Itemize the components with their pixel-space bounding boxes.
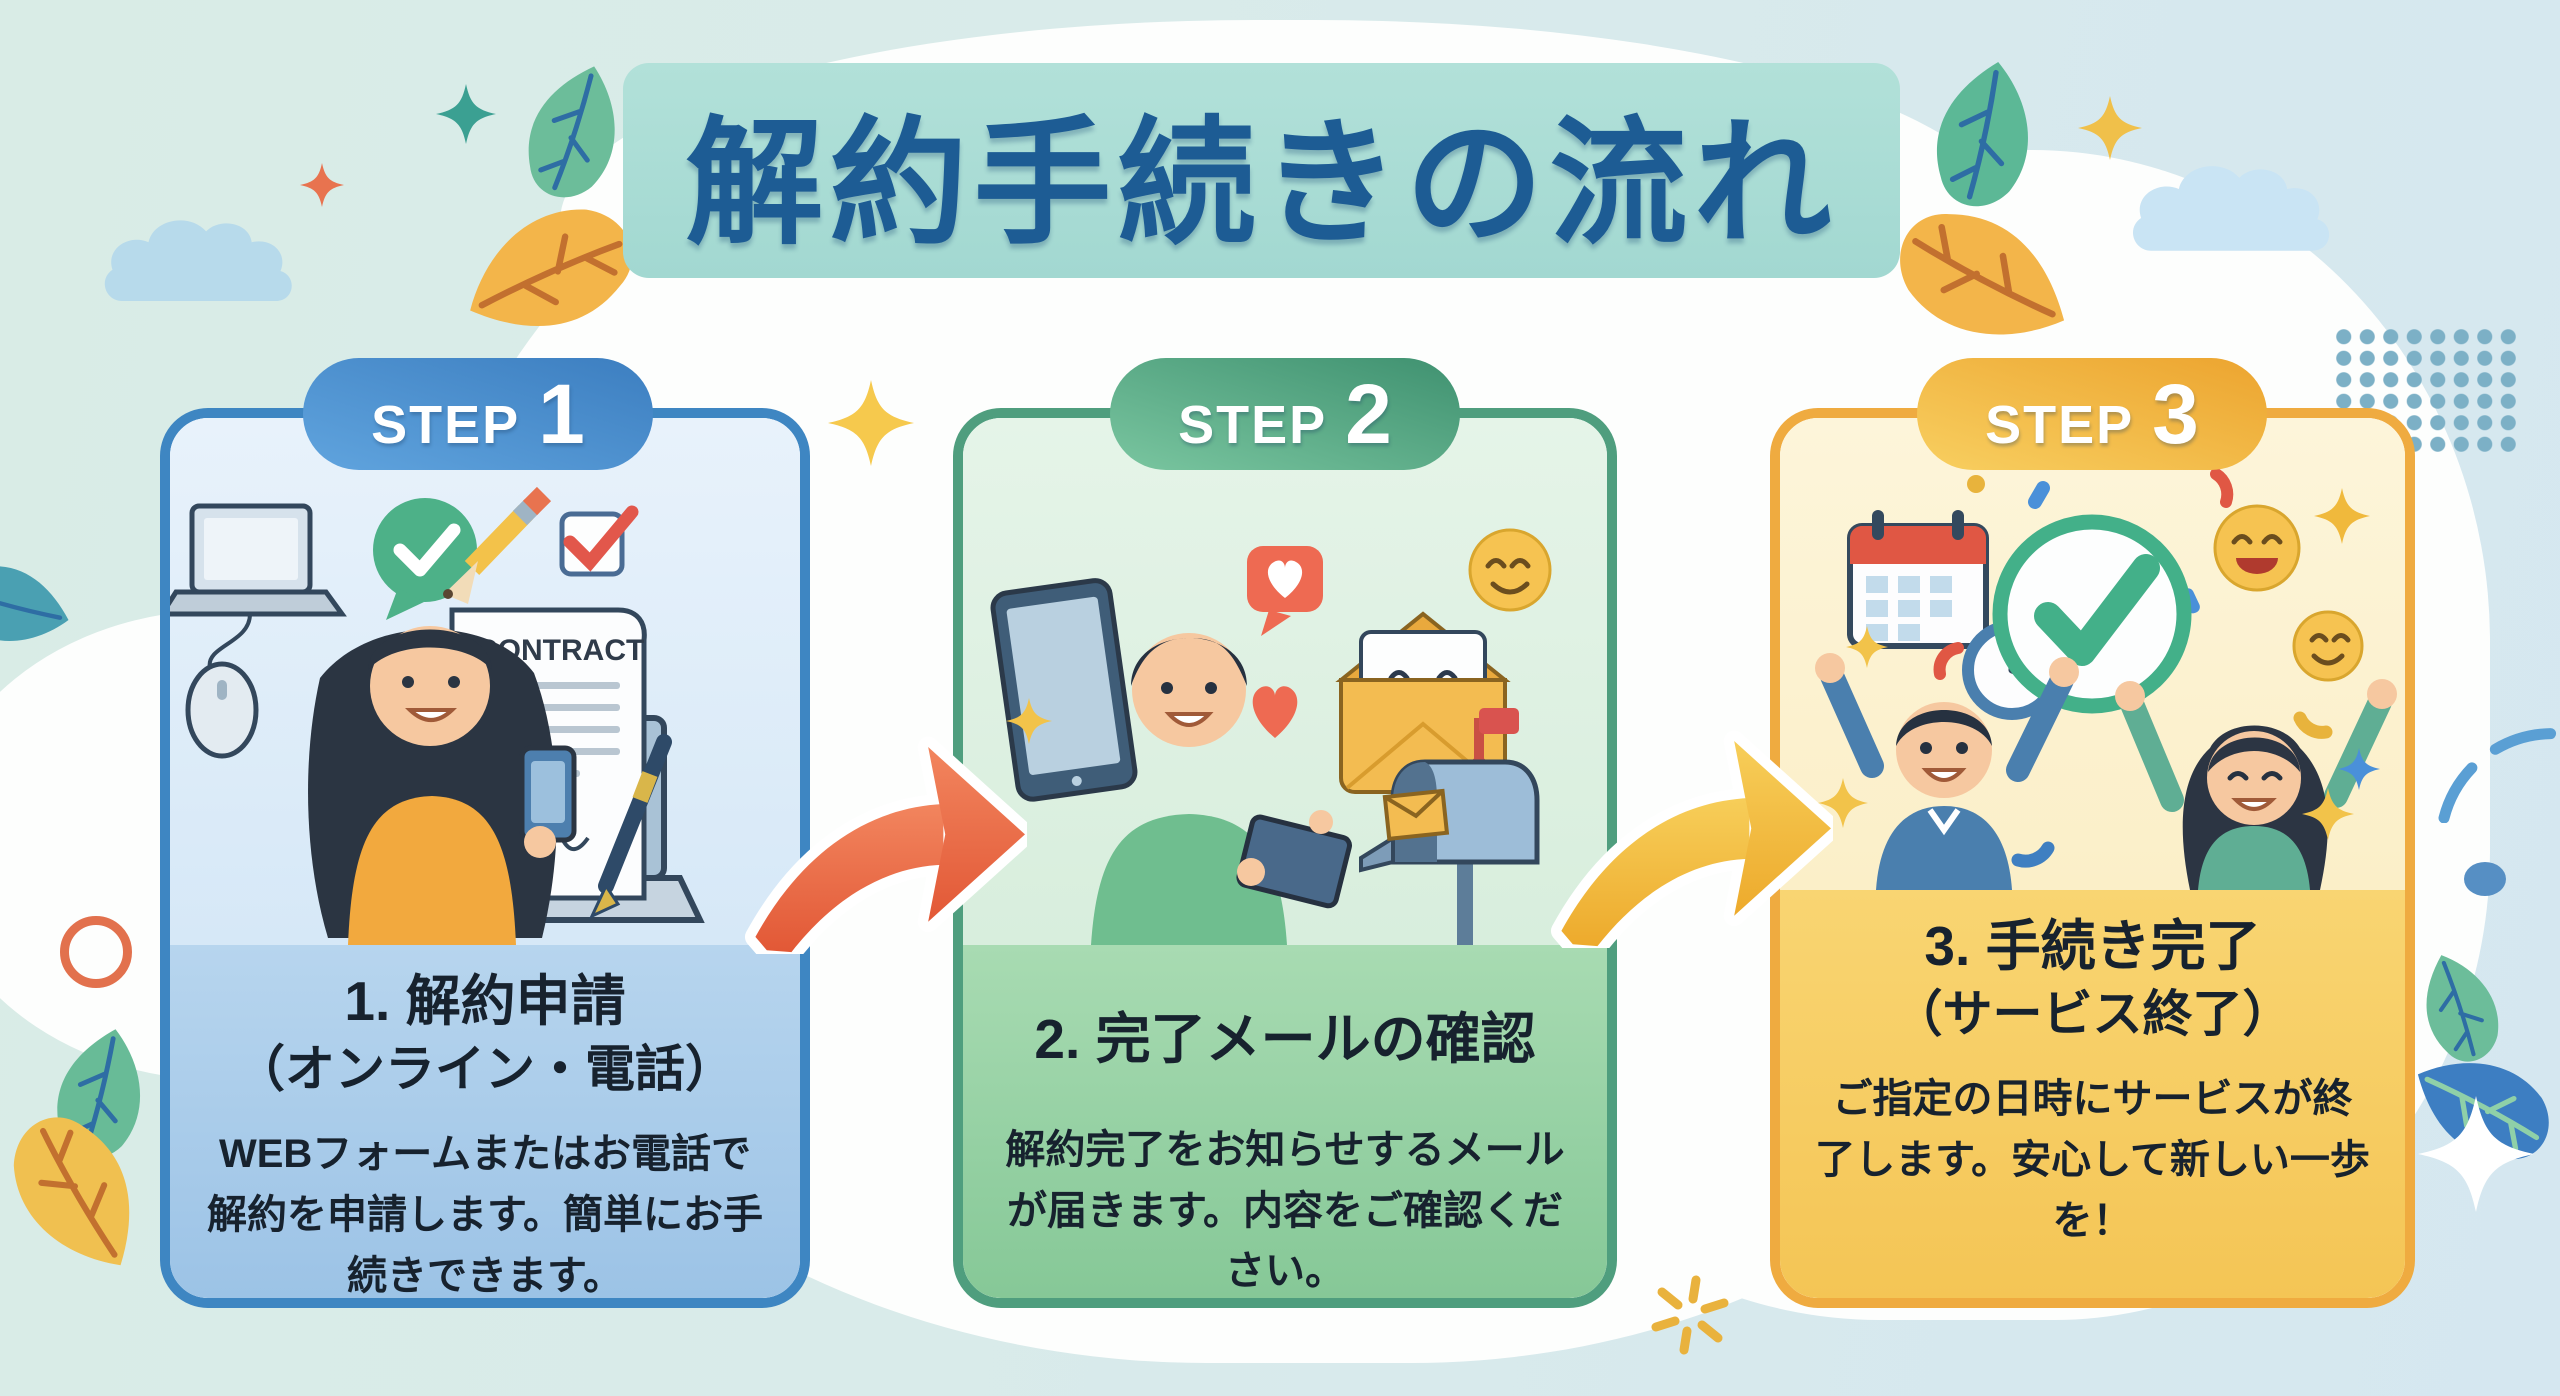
sparkle-icon	[2314, 488, 2370, 544]
step-3-illustration	[1780, 418, 2405, 890]
step-badge-number: 3	[2152, 367, 2199, 461]
leaf-icon	[2426, 955, 2499, 1062]
step-3-body: ご指定の日時にサービスが終了します。安心して新しい一歩を！	[1815, 1077, 2370, 1243]
sparkle-icon	[2338, 748, 2380, 790]
leaf-icon	[1900, 214, 2065, 335]
flow-arrow-icon	[744, 736, 1027, 954]
sparkle-icon	[2418, 1096, 2534, 1212]
ring-circle-icon	[60, 916, 132, 988]
sparkle-icon	[436, 84, 496, 144]
check-speech-bubble-icon	[373, 498, 477, 620]
pen-icon	[588, 734, 672, 920]
sparkle-icon	[1818, 778, 1868, 828]
step-3-badge: STEP 3	[1917, 358, 2267, 470]
dot-icon	[2464, 862, 2506, 896]
step-badge-number: 1	[538, 367, 585, 461]
page-title: 解約手続きの流れ	[685, 106, 1838, 261]
step-1-badge: STEP 1	[303, 358, 653, 470]
heart-like-badge-icon	[1247, 546, 1323, 636]
step-3-card: 3. 手続き完了 （サービス終了） ご指定の日時にサービスが終了します。安心して…	[1770, 408, 2415, 1308]
step-3-text: 3. 手続き完了 （サービス終了） ご指定の日時にサービスが終了します。安心して…	[1780, 890, 2405, 1298]
man-with-tablet	[1091, 633, 1352, 945]
step-badge-number: 2	[1345, 367, 1392, 461]
laptop-icon	[170, 503, 347, 669]
step-2-badge: STEP 2	[1110, 358, 1460, 470]
heart-icon	[1252, 686, 1298, 738]
step-1-heading: 1. 解約申請	[344, 970, 626, 1032]
smiley-face-icon	[2292, 610, 2364, 682]
step-2-body: 解約完了をお知らせするメールが届きます。内容をご確認ください。	[1005, 1127, 1565, 1294]
leaf-icon	[2417, 1063, 2549, 1160]
big-check-circle-icon	[1992, 514, 2192, 714]
step-2-text: 2. 完了メールの確認 解約完了をお知らせするメールが届きます。内容をご確認くだ…	[963, 945, 1607, 1298]
smiley-laughing-icon	[2213, 504, 2301, 592]
sparkle-icon	[828, 380, 914, 466]
sparkle-icon	[1006, 698, 1052, 744]
step-1-body: WEBフォームまたはお電話で解約を申請します。簡単にお手続きできます。	[207, 1132, 763, 1298]
step-badge-label: STEP	[1985, 395, 2135, 455]
tablet-icon	[990, 578, 1138, 802]
checkbox-checked-icon	[559, 505, 639, 577]
leaf-icon	[528, 66, 615, 198]
step-3-heading: 3. 手続き完了	[1924, 915, 2261, 977]
sparkle-icon	[1846, 626, 1888, 668]
cloud-icon	[104, 220, 292, 301]
sparkle-icon	[300, 163, 344, 207]
sparkle-icon	[2078, 96, 2142, 160]
pencil-icon	[443, 486, 552, 604]
step-1-illustration: CONTRACT	[170, 418, 800, 945]
flow-arrow-icon	[1550, 730, 1833, 948]
step-1-card: CONTRACT	[160, 408, 810, 1308]
step-2-card: 2. 完了メールの確認 解約完了をお知らせするメールが届きます。内容をご確認くだ…	[953, 408, 1617, 1308]
step-3-subheading: （サービス終了）	[1892, 985, 2293, 1042]
celebrating-man	[1815, 653, 2079, 890]
celebrating-woman	[2115, 679, 2397, 890]
computer-mouse-icon	[185, 661, 259, 759]
cloud-icon	[2132, 166, 2330, 251]
step-badge-label: STEP	[1178, 395, 1328, 455]
woman-with-phone	[308, 626, 577, 945]
leaf-icon	[0, 566, 69, 641]
sparkle-icon	[2302, 788, 2354, 840]
step-2-heading: 2. 完了メールの確認	[1034, 1008, 1536, 1070]
calendar-icon	[1847, 510, 1989, 649]
smiley-face-icon	[1468, 528, 1552, 612]
step-1-subheading: （オンライン・電話）	[235, 1040, 735, 1097]
leaf-icon	[470, 209, 633, 327]
step-2-illustration	[963, 418, 1607, 945]
leaf-icon	[1937, 62, 2028, 207]
mailbox-icon	[1359, 708, 1540, 945]
step-badge-label: STEP	[371, 395, 521, 455]
leaf-icon	[13, 1117, 130, 1266]
dashed-arc-icon	[2438, 728, 2560, 823]
starburst-doodle-icon	[1651, 1275, 1729, 1355]
title-banner: 解約手続きの流れ	[623, 63, 1900, 278]
step-1-text: 1. 解約申請 （オンライン・電話） WEBフォームまたはお電話で解約を申請しま…	[170, 945, 800, 1298]
